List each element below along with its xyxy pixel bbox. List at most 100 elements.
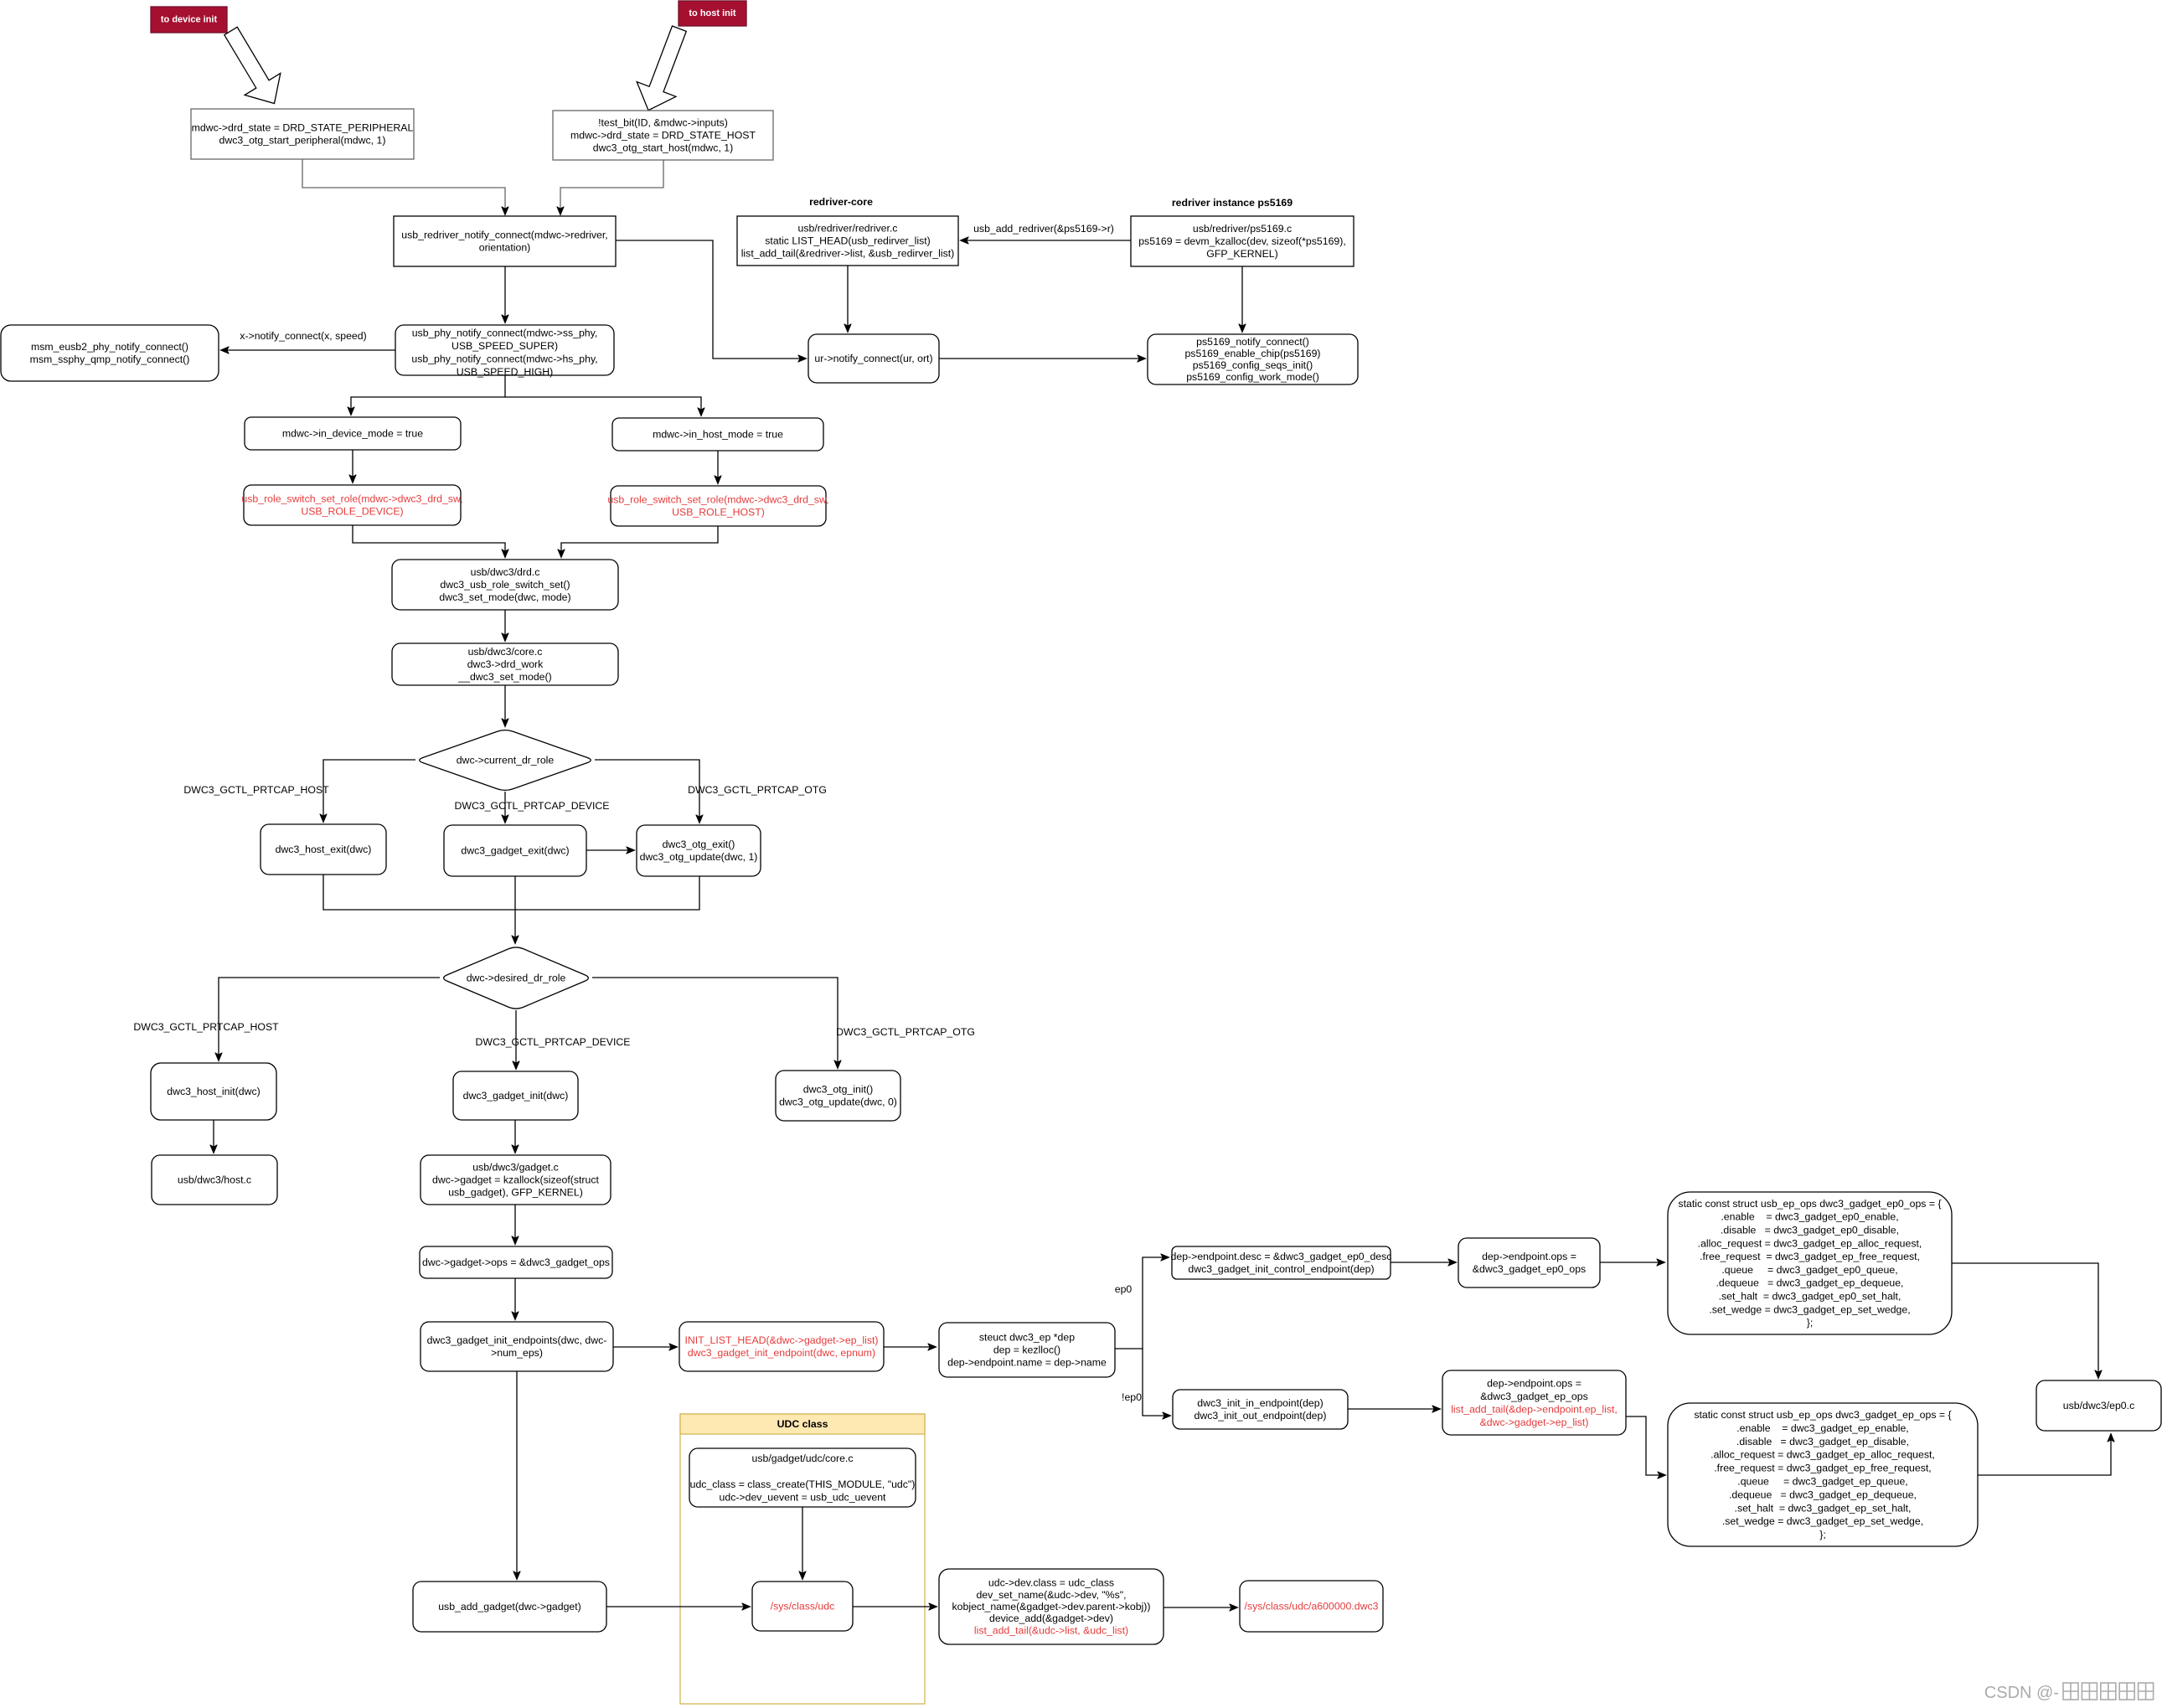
svg-text:.alloc_request = dwc3_gadget_e: .alloc_request = dwc3_gadget_ep_alloc_re… — [1698, 1237, 1922, 1249]
svg-text:orientation): orientation) — [479, 242, 531, 254]
svg-text:usb_phy_notify_connect(mdwc->h: usb_phy_notify_connect(mdwc->hs_phy, — [411, 353, 597, 364]
svg-text:dep->endpoint.ops =: dep->endpoint.ops = — [1482, 1251, 1576, 1262]
svg-text:.set_wedge = dwc3_gadget_ep_se: .set_wedge = dwc3_gadget_ep_set_wedge, — [1709, 1303, 1910, 1315]
svg-text:.enable = dwc3_gadget_ep0_e: .enable = dwc3_gadget_ep0_enable, — [1721, 1211, 1898, 1223]
svg-text:dep->endpoint.ops =: dep->endpoint.ops = — [1487, 1377, 1582, 1389]
svg-text:__dwc3_set_mode(): __dwc3_set_mode() — [457, 671, 551, 683]
svg-text:!test_bit(ID, &mdwc->inputs): !test_bit(ID, &mdwc->inputs) — [598, 117, 728, 129]
svg-text:.set_halt = dwc3_gadget_ep0_s: .set_halt = dwc3_gadget_ep0_set_halt, — [1719, 1291, 1901, 1303]
svg-text:x->notify_connect(x, speed): x->notify_connect(x, speed) — [240, 330, 366, 342]
svg-text:dev_set_name(&udc->dev, "%s",: dev_set_name(&udc->dev, "%s", — [976, 1589, 1126, 1601]
svg-text:dwc3_set_mode(dwc, mode): dwc3_set_mode(dwc, mode) — [439, 591, 570, 603]
svg-text:usb/dwc3/gadget.c: usb/dwc3/gadget.c — [472, 1162, 559, 1174]
svg-text:to device init: to device init — [161, 15, 218, 25]
svg-text:usb_add_gadget(dwc->gadget): usb_add_gadget(dwc->gadget) — [438, 1601, 581, 1613]
svg-text:&dwc3_gadget_ep0_ops: &dwc3_gadget_ep0_ops — [1473, 1263, 1586, 1275]
svg-text:usb_role_switch_set_role(mdwc-: usb_role_switch_set_role(mdwc->dwc3_drd_… — [241, 493, 462, 505]
svg-text:ps5169_config_work_mode(): ps5169_config_work_mode() — [1186, 371, 1319, 383]
svg-text:usb/gadget/udc/core.c: usb/gadget/udc/core.c — [752, 1453, 854, 1464]
svg-text:list_add_tail(&udc->list, &udc: list_add_tail(&udc->list, &udc_list) — [974, 1624, 1128, 1636]
svg-text:dwc3_otg_init(): dwc3_otg_init() — [803, 1084, 873, 1096]
svg-text:dwc->gadget = kzallock(sizeof(: dwc->gadget = kzallock(sizeof(struct — [432, 1174, 599, 1186]
svg-text:ps5169_config_seqs_init(): ps5169_config_seqs_init() — [1193, 359, 1313, 371]
svg-text:dwc3_gadget_init(dwc): dwc3_gadget_init(dwc) — [463, 1090, 569, 1102]
svg-text:.free_request = dwc3_gadget_e: .free_request = dwc3_gadget_ep_free_requ… — [1700, 1251, 1920, 1262]
svg-text:redriver-core: redriver-core — [809, 196, 873, 208]
svg-text:ps5169_enable_chip(ps5169): ps5169_enable_chip(ps5169) — [1184, 348, 1320, 359]
svg-text:dwc3_otg_start_host(mdwc, 1): dwc3_otg_start_host(mdwc, 1) — [593, 142, 733, 154]
svg-text:dwc3_init_in_endpoint(dep): dwc3_init_in_endpoint(dep) — [1197, 1397, 1323, 1409]
svg-text:ur->notify_connect(ur, ort): ur->notify_connect(ur, ort) — [814, 353, 932, 364]
svg-text:dep = kezlloc(): dep = kezlloc() — [993, 1344, 1060, 1356]
svg-text:dwc3_host_exit(dwc): dwc3_host_exit(dwc) — [276, 844, 372, 855]
svg-text:DWC3_GCTL_PRTCAP_OTG: DWC3_GCTL_PRTCAP_OTG — [688, 784, 827, 796]
svg-text:.set_wedge = dwc3_gadget_ep_se: .set_wedge = dwc3_gadget_ep_set_wedge, — [1722, 1515, 1923, 1527]
svg-text:DWC3_GCTL_PRTCAP_DEVICE: DWC3_GCTL_PRTCAP_DEVICE — [476, 1036, 631, 1048]
svg-text:USB_ROLE_DEVICE): USB_ROLE_DEVICE) — [301, 506, 403, 518]
svg-text:dwc3_init_out_endpoint(dep): dwc3_init_out_endpoint(dep) — [1195, 1410, 1327, 1422]
svg-text:udc->dev_uevent = usb_udc_ueve: udc->dev_uevent = usb_udc_uevent — [720, 1491, 887, 1503]
svg-text:mdwc->in_device_mode = true: mdwc->in_device_mode = true — [282, 428, 423, 440]
svg-text:usb/dwc3/ep0.c: usb/dwc3/ep0.c — [2063, 1400, 2134, 1411]
svg-text:list_add_tail(&dep->endpoint.e: list_add_tail(&dep->endpoint.ep_list, — [1451, 1403, 1618, 1415]
svg-text:dwc->current_dr_role: dwc->current_dr_role — [457, 755, 555, 766]
svg-text:USB_SPEED_HIGH): USB_SPEED_HIGH) — [457, 366, 554, 378]
svg-text:USB_SPEED_SUPER): USB_SPEED_SUPER) — [451, 340, 558, 352]
svg-text:kobject_name(&gadget->dev.pare: kobject_name(&gadget->dev.parent->kobj)) — [952, 1601, 1151, 1613]
svg-text:.enable = dwc3_gadget_ep_en: .enable = dwc3_gadget_ep_enable, — [1736, 1422, 1908, 1434]
svg-text:DWC3_GCTL_PRTCAP_OTG: DWC3_GCTL_PRTCAP_OTG — [836, 1026, 975, 1038]
svg-text:ep0: ep0 — [1115, 1283, 1133, 1295]
svg-text:dwc3_gadget_exit(dwc): dwc3_gadget_exit(dwc) — [461, 845, 569, 857]
svg-text:mdwc->in_host_mode = true: mdwc->in_host_mode = true — [653, 429, 783, 441]
svg-text:list_add_tail(&redriver->list,: list_add_tail(&redriver->list, &usb_redi… — [741, 248, 955, 260]
svg-text:udc->dev.class = udc_class: udc->dev.class = udc_class — [988, 1577, 1114, 1589]
svg-text:dwc3->drd_work: dwc3->drd_work — [467, 658, 544, 670]
svg-text:usb/redriver/ps5169.c: usb/redriver/ps5169.c — [1193, 223, 1292, 235]
svg-text:.queue = dwc3_gadget_ep_qu: .queue = dwc3_gadget_ep_queue, — [1737, 1475, 1907, 1487]
svg-text:usb_redriver_notify_connect(md: usb_redriver_notify_connect(mdwc->redriv… — [401, 230, 607, 241]
svg-text:dwc3_gadget_init_endpoints(dwc: dwc3_gadget_init_endpoints(dwc, dwc- — [427, 1334, 607, 1346]
svg-text:usb/dwc3/core.c: usb/dwc3/core.c — [468, 646, 543, 658]
svg-text:>num_eps): >num_eps) — [491, 1347, 543, 1359]
svg-text:INIT_LIST_HEAD(&dwc->gadget->e: INIT_LIST_HEAD(&dwc->gadget->ep_list) — [684, 1334, 878, 1346]
svg-text:dwc3_host_init(dwc): dwc3_host_init(dwc) — [167, 1086, 260, 1097]
svg-text:&dwc->gadget->ep_list): &dwc->gadget->ep_list) — [1480, 1416, 1589, 1428]
svg-text:dwc3_otg_exit(): dwc3_otg_exit() — [663, 839, 735, 850]
svg-text:ps5169 = devm_kzalloc(dev, siz: ps5169 = devm_kzalloc(dev, sizeof(*ps516… — [1138, 235, 1346, 247]
svg-text:to host init: to host init — [689, 8, 736, 18]
svg-text:dwc->desired_dr_role: dwc->desired_dr_role — [467, 973, 566, 984]
svg-text:DWC3_GCTL_PRTCAP_HOST: DWC3_GCTL_PRTCAP_HOST — [183, 784, 329, 796]
svg-text:usb/dwc3/drd.c: usb/dwc3/drd.c — [471, 566, 540, 578]
svg-text:dwc3_otg_start_peripheral(mdwc: dwc3_otg_start_peripheral(mdwc, 1) — [219, 135, 386, 147]
svg-text:dwc3_otg_update(dwc, 0): dwc3_otg_update(dwc, 0) — [779, 1097, 897, 1108]
svg-text:.queue = dwc3_gadget_ep0_q: .queue = dwc3_gadget_ep0_queue, — [1721, 1264, 1897, 1276]
svg-text:dwc3_otg_update(dwc, 1): dwc3_otg_update(dwc, 1) — [640, 851, 758, 863]
svg-text:/sys/class/udc/a600000.dwc3: /sys/class/udc/a600000.dwc3 — [1245, 1601, 1379, 1613]
svg-text:.disable = dwc3_gadget_ep0_d: .disable = dwc3_gadget_ep0_disable, — [1721, 1225, 1899, 1236]
svg-text:ps5169_notify_connect(): ps5169_notify_connect() — [1196, 336, 1309, 348]
svg-text:usb_gadget), GFP_KERNEL): usb_gadget), GFP_KERNEL) — [448, 1187, 583, 1199]
svg-text:steuct dwc3_ep *dep: steuct dwc3_ep *dep — [979, 1332, 1075, 1344]
svg-text:msm_ssphy_qmp_notify_connect(): msm_ssphy_qmp_notify_connect() — [30, 353, 190, 365]
svg-text:usb/dwc3/host.c: usb/dwc3/host.c — [178, 1174, 251, 1186]
svg-text:&dwc3_gadget_ep_ops: &dwc3_gadget_ep_ops — [1480, 1391, 1588, 1402]
svg-text:.set_halt = dwc3_gadget_ep_se: .set_halt = dwc3_gadget_ep_set_halt, — [1735, 1502, 1912, 1514]
svg-text:dwc3_usb_role_switch_set(): dwc3_usb_role_switch_set() — [440, 579, 570, 591]
svg-text:DWC3_GCTL_PRTCAP_HOST: DWC3_GCTL_PRTCAP_HOST — [133, 1021, 279, 1033]
svg-text:usb/redriver/redriver.c: usb/redriver/redriver.c — [798, 223, 898, 235]
svg-text:.dequeue = dwc3_gadget_ep_de: .dequeue = dwc3_gadget_ep_dequeue, — [1729, 1489, 1917, 1500]
svg-text:dwc3_gadget_init_control_endpo: dwc3_gadget_init_control_endpoint(dep) — [1188, 1263, 1374, 1275]
svg-text:DWC3_GCTL_PRTCAP_DEVICE: DWC3_GCTL_PRTCAP_DEVICE — [455, 800, 610, 812]
svg-text:dwc3_gadget_init_endpoint(dwc,: dwc3_gadget_init_endpoint(dwc, epnum) — [688, 1347, 875, 1359]
svg-text:};: }; — [1807, 1317, 1814, 1329]
svg-text:dep->endpoint.name = dep->name: dep->endpoint.name = dep->name — [947, 1357, 1107, 1369]
svg-text:usb_add_redriver(&ps5169->r): usb_add_redriver(&ps5169->r) — [973, 223, 1114, 235]
svg-text:CSDN @-: CSDN @- — [1984, 1684, 2059, 1702]
svg-text:usb_phy_notify_connect(mdwc->s: usb_phy_notify_connect(mdwc->ss_phy, — [412, 327, 598, 338]
svg-text:UDC class: UDC class — [777, 1418, 828, 1430]
svg-text:dwc->gadget->ops = &dwc3_gadge: dwc->gadget->ops = &dwc3_gadget_ops — [422, 1256, 610, 1268]
svg-text:.disable = dwc3_gadget_ep_di: .disable = dwc3_gadget_ep_disable, — [1736, 1436, 1909, 1447]
svg-text:USB_ROLE_HOST): USB_ROLE_HOST) — [672, 507, 765, 519]
svg-text:mdwc->drd_state = DRD_STATE_HO: mdwc->drd_state = DRD_STATE_HOST — [570, 130, 756, 142]
svg-text:static const struct usb_ep_ops: static const struct usb_ep_ops dwc3_gadg… — [1678, 1198, 1941, 1210]
